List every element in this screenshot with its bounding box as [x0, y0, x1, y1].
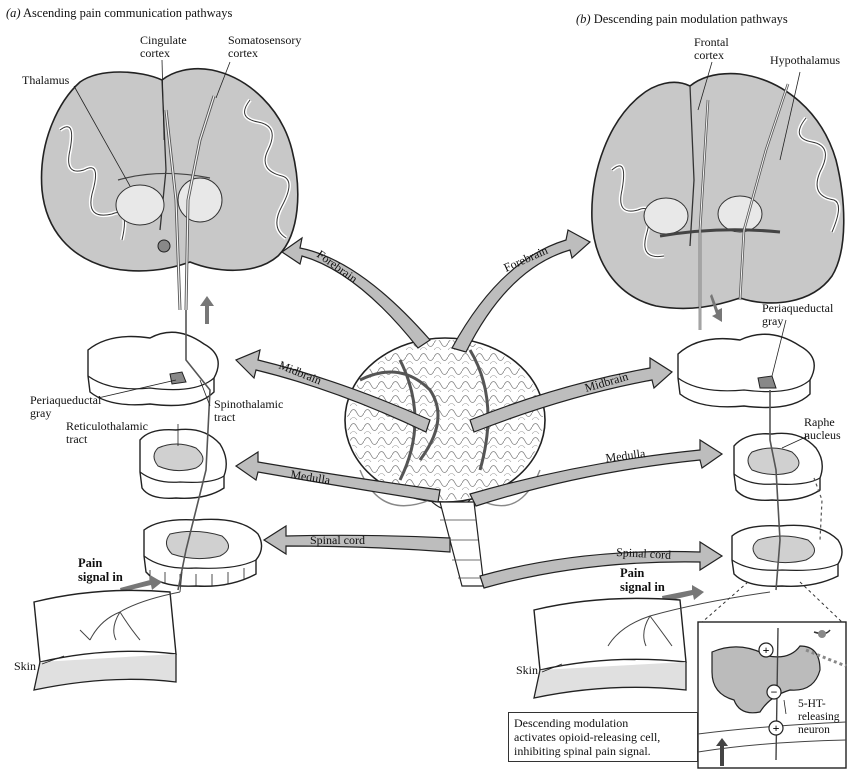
label-pain-signal-left: Pain signal in — [78, 556, 123, 584]
ascending-arrow — [200, 296, 214, 324]
title-b-text: Descending pain modulation pathways — [594, 12, 788, 26]
right-brain-section — [592, 74, 844, 330]
right-spinal-slab — [732, 525, 842, 586]
midbrain-label-right: Midbrain — [583, 369, 630, 395]
spinal-label-right: Spinal cord — [616, 545, 672, 562]
forebrain-arrow-right: Forebrain — [452, 230, 590, 352]
left-medulla-slab — [140, 429, 226, 498]
title-b-letter: (b) — [576, 12, 591, 26]
title-a: (a) Ascending pain communication pathway… — [6, 6, 232, 21]
title-a-text: Ascending pain communication pathways — [23, 6, 232, 20]
label-hypothalamus: Hypothalamus — [770, 54, 840, 67]
label-periaqueductal-right: Periaqueductal gray — [762, 302, 833, 328]
label-spinothalamic: Spinothalamic tract — [214, 398, 283, 424]
zoom-guide-lines — [700, 582, 844, 624]
svg-text:+: + — [763, 643, 770, 657]
left-skin-block — [34, 572, 182, 690]
title-a-letter: (a) — [6, 6, 21, 20]
label-periaqueductal-left: Periaqueductal gray — [30, 394, 101, 420]
plus-sign-bottom: + — [769, 721, 783, 735]
spinal-arrow-left: Spinal cord — [264, 526, 450, 554]
spinal-arrow-right: Spinal cord — [480, 542, 722, 588]
left-midbrain-slab — [88, 332, 218, 405]
label-frontal-cortex: Frontal cortex — [694, 36, 729, 62]
title-b: (b) Descending pain modulation pathways — [576, 12, 788, 27]
svg-text:−: − — [771, 685, 778, 699]
label-5ht-neuron: 5-HT- releasing neuron — [798, 698, 840, 737]
label-skin-left: Skin — [14, 660, 36, 673]
forebrain-arrow-left: Forebrain — [282, 238, 430, 348]
svg-text:+: + — [773, 721, 780, 735]
spinal-label-left: Spinal cord — [310, 533, 365, 547]
caption-box: Descending modulation activates opioid-r… — [508, 712, 698, 762]
medulla-label-left: Medulla — [290, 467, 332, 487]
label-reticulothalamic: Reticulothalamic tract — [66, 420, 148, 446]
right-midbrain-slab — [678, 334, 814, 407]
label-thalamus-left: Thalamus — [22, 74, 69, 87]
label-raphe-nucleus: Raphe nucleus — [804, 416, 841, 442]
label-skin-right: Skin — [516, 664, 538, 677]
left-brain-section — [42, 69, 298, 310]
label-pain-signal-right: Pain signal in — [620, 566, 665, 594]
minus-sign: − — [767, 685, 781, 699]
label-cingulate-cortex: Cingulate cortex — [140, 34, 187, 60]
midbrain-label-left: Midbrain — [277, 358, 324, 388]
forebrain-label-left: Forebrain — [314, 247, 360, 286]
plus-sign-top: + — [759, 643, 773, 657]
label-somatosensory-cortex: Somatosensory cortex — [228, 34, 301, 60]
right-medulla-slab — [734, 433, 822, 500]
left-spinal-slab — [144, 519, 262, 586]
